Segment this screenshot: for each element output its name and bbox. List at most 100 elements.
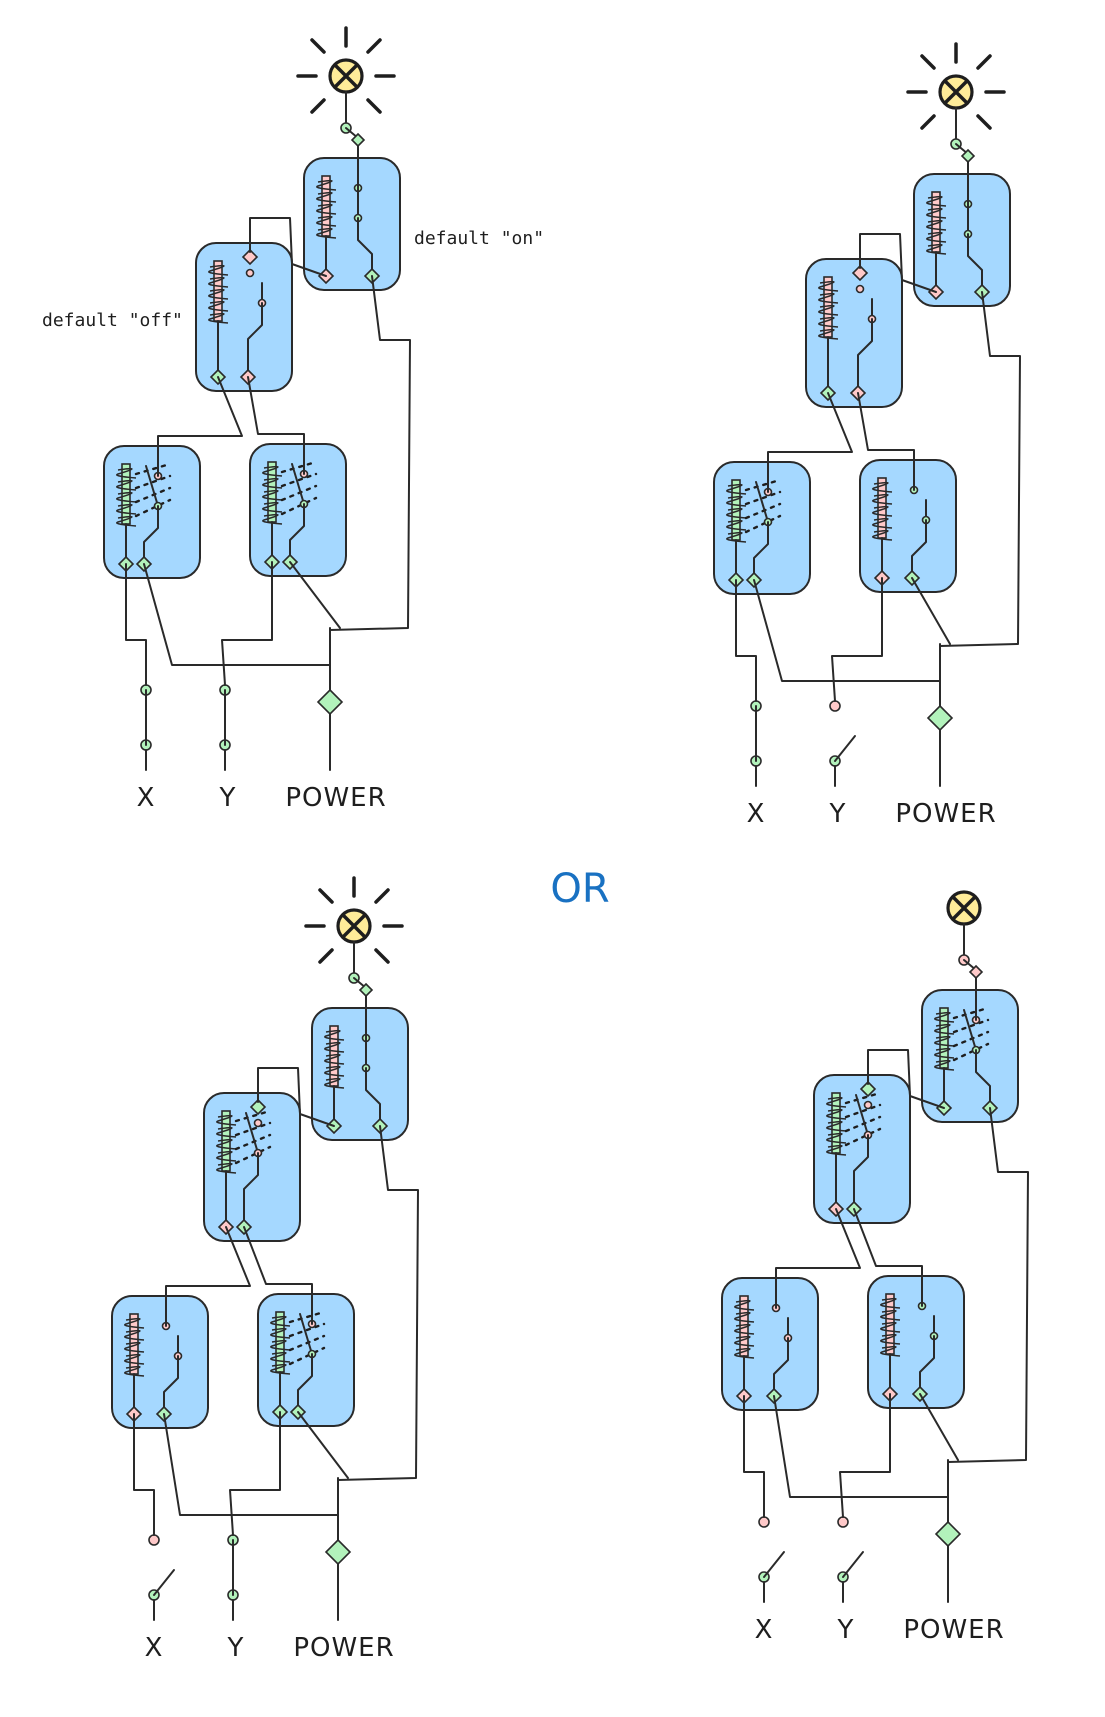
coil-winding bbox=[116, 467, 137, 479]
label-y: Y bbox=[837, 1615, 855, 1645]
magnetic-flux-lines bbox=[280, 472, 318, 488]
label-y: Y bbox=[227, 1633, 245, 1663]
magnetic-flux-lines bbox=[744, 478, 782, 492]
coil-winding bbox=[124, 1353, 145, 1365]
relay-box bbox=[203, 1092, 301, 1242]
relay-default-on bbox=[303, 157, 401, 291]
coil-winding bbox=[216, 1126, 237, 1138]
label-x: X bbox=[137, 783, 156, 813]
wire-mid-to-top bbox=[257, 1067, 335, 1127]
switch-lead bbox=[773, 1337, 789, 1397]
coil-winding bbox=[826, 1096, 847, 1108]
coil-winding bbox=[324, 1041, 345, 1053]
coil-winding bbox=[116, 515, 137, 527]
wire-power-bus bbox=[143, 563, 331, 666]
coil-winding bbox=[872, 517, 893, 529]
input-switch-x bbox=[140, 684, 152, 771]
coil-winding bbox=[818, 328, 839, 340]
coil-winding bbox=[726, 519, 747, 531]
magnetic-flux-lines bbox=[952, 1030, 990, 1048]
wire-y-input bbox=[831, 577, 883, 702]
label-x: X bbox=[747, 799, 766, 829]
coil-winding bbox=[316, 179, 337, 191]
coil-winding bbox=[324, 1077, 345, 1089]
relay-default-off bbox=[203, 1092, 301, 1242]
lamp-lit-icon bbox=[296, 26, 396, 114]
label-x: X bbox=[145, 1633, 164, 1663]
lamp-ray bbox=[976, 114, 992, 130]
label-power: POWER bbox=[895, 799, 996, 829]
wire-mid-to-top bbox=[249, 217, 327, 277]
lamp-ray bbox=[374, 948, 390, 964]
magnetic-flux-lines bbox=[288, 1310, 326, 1324]
coil-winding bbox=[208, 264, 229, 276]
wire-y-input bbox=[229, 1411, 281, 1536]
coil-winding bbox=[734, 1323, 755, 1335]
coil-icon bbox=[726, 479, 747, 543]
switch-arm bbox=[291, 463, 305, 505]
switch-lead bbox=[911, 519, 927, 579]
label-y: Y bbox=[219, 783, 237, 813]
magnetic-flux-lines bbox=[234, 1121, 272, 1137]
coil-winding bbox=[270, 1351, 291, 1363]
relay-y bbox=[867, 1275, 965, 1409]
wire-x-input bbox=[125, 563, 147, 686]
coil-winding bbox=[880, 1321, 901, 1333]
coil-winding bbox=[316, 203, 337, 215]
coil-winding bbox=[818, 304, 839, 316]
wire-mid-to-top bbox=[859, 233, 937, 293]
magnetic-flux-lines bbox=[844, 1115, 882, 1133]
switch-lead bbox=[975, 1049, 991, 1109]
switch-lead bbox=[357, 217, 373, 277]
coil-winding bbox=[934, 1047, 955, 1059]
magnetic-flux-lines bbox=[280, 460, 318, 474]
annotation-default-on: default "on" bbox=[414, 228, 544, 249]
magnetic-flux-lines bbox=[952, 1018, 990, 1034]
input-switch-x bbox=[758, 1516, 785, 1603]
input-switch-y bbox=[829, 700, 856, 787]
coil-winding bbox=[124, 1365, 145, 1377]
coil-winding bbox=[734, 1335, 755, 1347]
switch-top-contact bbox=[837, 1516, 849, 1528]
magnetic-flux-lines bbox=[844, 1103, 882, 1119]
coil-icon bbox=[926, 191, 947, 255]
coil-winding bbox=[216, 1114, 237, 1126]
wire-top-to-power bbox=[337, 1125, 419, 1481]
relay-default-off bbox=[813, 1074, 911, 1224]
coil-winding bbox=[262, 477, 283, 489]
coil-winding bbox=[734, 1299, 755, 1311]
lamp-ray bbox=[976, 54, 992, 70]
relay-default-on bbox=[921, 989, 1019, 1123]
relay-default-on bbox=[311, 1007, 409, 1141]
switch-lead bbox=[753, 521, 769, 581]
switch-lead bbox=[365, 1067, 381, 1127]
switch-arm bbox=[299, 1313, 313, 1355]
coil-winding bbox=[208, 300, 229, 312]
lamp-relay-terminal bbox=[960, 148, 976, 164]
switch-lead bbox=[967, 233, 983, 293]
relay-default-off bbox=[805, 258, 903, 408]
wire-y-input bbox=[221, 561, 273, 686]
coil-winding bbox=[726, 495, 747, 507]
switch-lead bbox=[163, 1355, 179, 1415]
wire-top-to-power bbox=[939, 291, 1021, 647]
switch-lever bbox=[763, 1551, 785, 1578]
switch-top-contact bbox=[758, 1516, 770, 1528]
switch-top-terminal bbox=[249, 1098, 267, 1116]
switch-top-contact bbox=[148, 1534, 160, 1546]
lamp-ray bbox=[366, 98, 382, 114]
power-terminal bbox=[324, 1538, 352, 1566]
input-switch-y bbox=[219, 684, 231, 771]
switch-lead bbox=[857, 318, 873, 394]
power-terminal bbox=[934, 1520, 962, 1548]
coil-winding bbox=[316, 191, 337, 203]
switch-arm bbox=[855, 1094, 869, 1136]
coil-winding bbox=[872, 505, 893, 517]
switch-lead bbox=[853, 1134, 869, 1210]
relay-default-on bbox=[913, 173, 1011, 307]
coil-winding bbox=[926, 243, 947, 255]
lamp-off-icon bbox=[946, 890, 982, 926]
lamp-relay-terminal bbox=[968, 964, 984, 980]
